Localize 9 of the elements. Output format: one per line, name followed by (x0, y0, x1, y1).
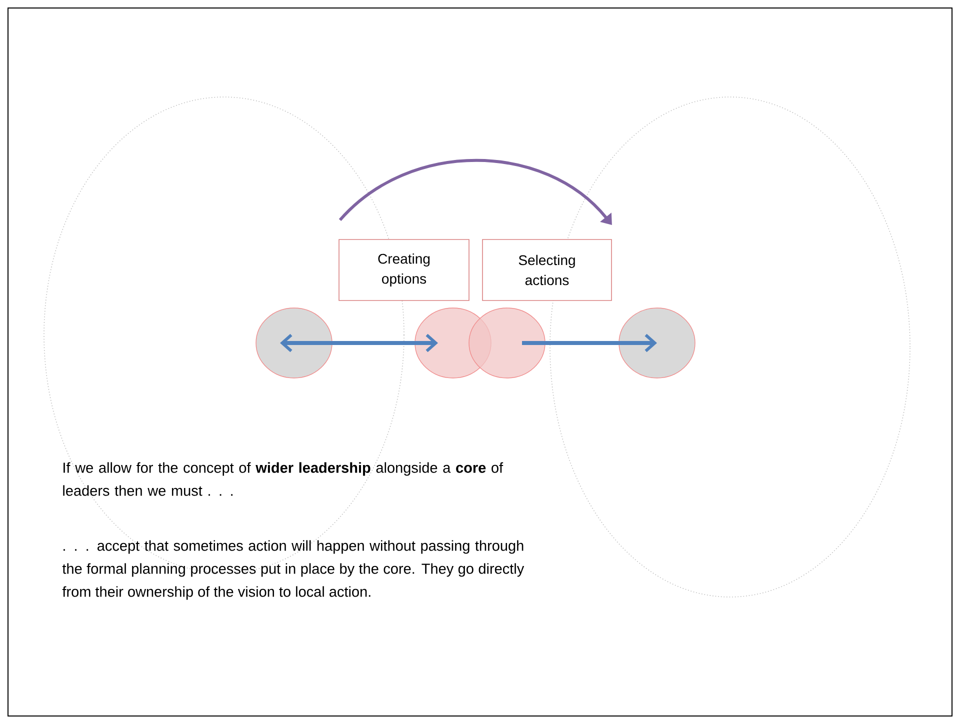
paragraph: . . . accept that sometimes action will happen without passing through the formal planning processes put in place by the core. They go directly from their ownership of the vision to local action. (62, 540, 524, 600)
arrow (280, 334, 438, 352)
arrow (522, 334, 657, 352)
paragraph: If we allow for the concept of wider leadership alongside a core of leaders then we must . . . (63, 462, 504, 496)
process-box: Creating options (338, 239, 470, 301)
circle (468, 308, 546, 378)
process-box: Selecting actions (482, 239, 612, 301)
circle (256, 308, 332, 378)
circle (618, 308, 696, 378)
